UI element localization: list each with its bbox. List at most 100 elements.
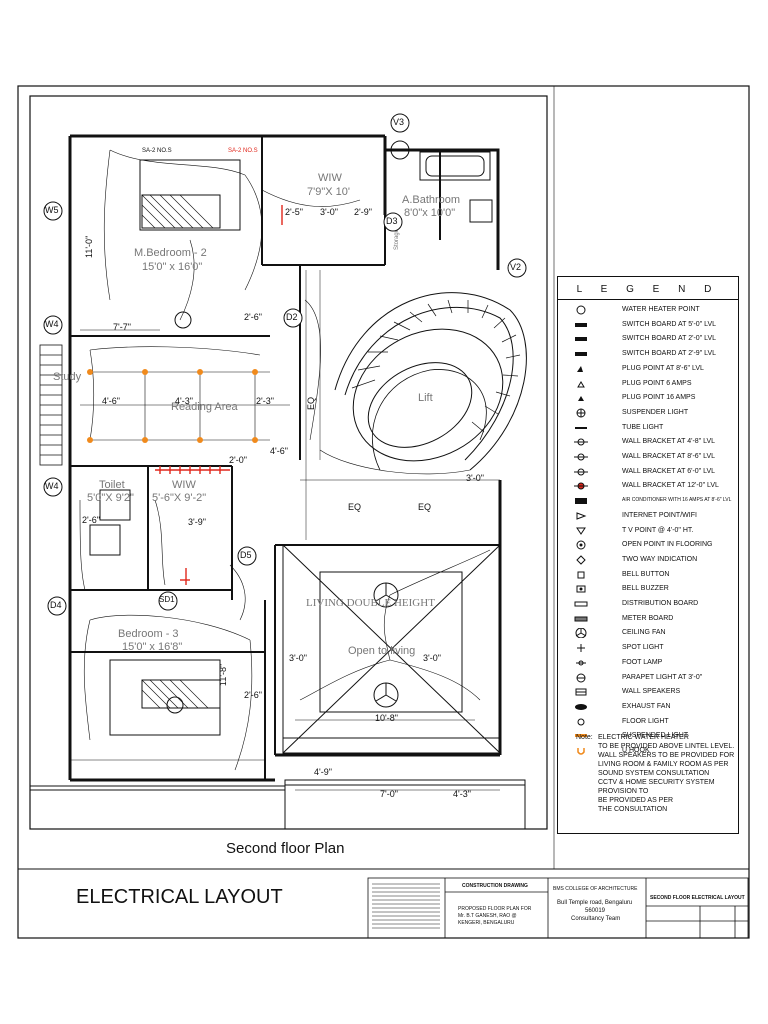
tag-d3: D3	[386, 216, 398, 226]
foot-lamp-icon	[576, 660, 586, 666]
legend-item: U HOOK	[558, 745, 736, 757]
dimension: 3'-0"	[423, 653, 441, 663]
legend-item: BELL BUZZER	[558, 583, 736, 595]
legend-item-label: WALL BRACKET AT 6'-0" LVL	[622, 467, 716, 475]
legend-item-label: WALL BRACKET AT 4'-8" LVL	[622, 438, 716, 446]
college-address-3: Consultancy Team	[571, 916, 621, 922]
dimension: 4'-9"	[314, 767, 332, 777]
dimension: 7'-7"	[113, 322, 131, 332]
notes-label: Note:	[576, 734, 593, 741]
legend-item: INTERNET POINT/WIFI	[558, 510, 736, 522]
room-size-master-bedroom: 15'0" x 16'0"	[142, 261, 203, 273]
legend-item: SWITCH BOARD AT 5'-0" LVL	[558, 319, 736, 331]
legend-item-label: SWITCH BOARD AT 2'-0" LVL	[622, 335, 717, 343]
distribution-board-icon	[574, 601, 588, 607]
legend-item-label: TWO WAY INDICATION	[622, 555, 698, 563]
legend-item-label: WALL BRACKET AT 8'-6" LVL	[622, 453, 716, 460]
dimension: 2'-0"	[229, 455, 247, 465]
dimension: 7'-0"	[380, 789, 398, 799]
legend-item-label: PLUG POINT AT 8'-6" LVL	[622, 364, 704, 372]
legend-note-line: TO BE PROVIDED ABOVE LINTEL LEVEL.	[598, 743, 735, 750]
construction-drawing-label: CONSTRUCTION DRAWING	[462, 883, 528, 889]
legend-item: WATER HEATER POINT	[558, 304, 736, 316]
legend-item: SWITCH BOARD AT 2'-9" LVL	[558, 348, 736, 360]
u-hook-icon	[577, 748, 585, 755]
room-label-master-bedroom: M.Bedroom - 2	[134, 247, 207, 259]
legend-item: PLUG POINT 16 AMPS	[558, 392, 736, 404]
open-point-icon	[576, 540, 586, 550]
tv-point-icon	[576, 527, 586, 535]
dimension: EQ	[418, 502, 432, 512]
room-label-reading-area: Reading Area	[171, 401, 238, 413]
wall-bracket-icon	[574, 453, 588, 461]
room-label-wiw-mid: WIW	[172, 479, 196, 491]
legend-item-label: TUBE LIGHT	[622, 423, 664, 431]
dimension: EQ	[348, 502, 362, 512]
legend-item: DISTRIBUTION BOARD	[558, 598, 736, 610]
legend-item: PARAPET LIGHT AT 3'-0"	[558, 672, 736, 684]
legend-item-label: WALL BRACKET AT 12'-0" LVL	[622, 482, 719, 490]
legend-note-line: WALL SPEAKERS TO BE PROVIDED FOR	[598, 752, 735, 759]
tag-d5: D5	[240, 550, 252, 560]
plug-16a-icon	[578, 396, 584, 402]
bell-buzzer-icon	[576, 585, 586, 593]
legend-item: PLUG POINT AT 8'-6" LVL	[558, 363, 736, 375]
dimension: 3'-0"	[289, 653, 307, 663]
plan-caption: Second floor Plan	[226, 840, 345, 857]
legend-item-label: U HOOK	[622, 747, 650, 754]
water-heater-icon	[576, 305, 586, 315]
wall-bracket-icon	[574, 468, 588, 476]
dimension: 2'-6"	[244, 312, 262, 322]
bell-button-icon	[577, 571, 585, 579]
legend-item: FLOOR LIGHT	[558, 716, 736, 728]
room-label-toilet: Toilet	[99, 479, 125, 491]
legend-item: PLUG POINT 6 AMPS	[558, 378, 736, 390]
internet-point-icon	[576, 512, 587, 520]
legend-item-label: FLOOR LIGHT	[622, 717, 669, 725]
legend-note-line: CCTV & HOME SECURITY SYSTEM	[598, 779, 715, 786]
legend-item-label: SWITCH BOARD AT 5'-0" LVL	[622, 320, 717, 328]
legend-item: SPOT LIGHT	[558, 642, 736, 654]
legend-item-label: PLUG POINT 6 AMPS	[622, 379, 692, 387]
dimension: 3'-9"	[188, 517, 206, 527]
suspender-light-icon	[576, 408, 586, 418]
switch-board-icon	[575, 352, 587, 357]
proposal-line-1: PROPOSED FLOOR PLAN FOR	[458, 906, 532, 912]
wall-bracket-red-icon	[574, 482, 588, 490]
room-label-open-to-living: Open to living	[348, 645, 416, 657]
legend-item: T V POINT @ 4'-0" HT.	[558, 525, 736, 537]
svg-text:SA-2 NO.S: SA-2 NO.S	[142, 148, 172, 154]
proposal-line-2: Mr. B.T GANESH, RAO @	[458, 913, 517, 919]
legend-item-label: BELL BUTTON	[622, 570, 670, 578]
dimension: 2'-6"	[82, 515, 100, 525]
tube-light-icon	[575, 426, 587, 429]
legend-item: TUBE LIGHT	[558, 422, 736, 434]
dimension: 4'-3"	[453, 789, 471, 799]
legend-item: METER BOARD	[558, 613, 736, 625]
room-label-wiw-top: WIW	[318, 172, 342, 184]
legend-item-label: OPEN POINT IN FLOORING	[622, 541, 713, 549]
tag-v3: V3	[393, 117, 405, 127]
sheet-title: ELECTRICAL LAYOUT	[76, 886, 283, 908]
tag-d4: D4	[50, 600, 62, 610]
legend-item-label: T V POINT @ 4'-0" HT.	[622, 526, 694, 534]
dimension: 2'-9"	[354, 207, 372, 217]
legend-item: SWITCH BOARD AT 2'-0" LVL	[558, 333, 736, 345]
legend-item-label: SUSPENDED LIGHT	[622, 732, 689, 740]
tag-d2: D2	[286, 312, 298, 322]
meter-board-icon	[574, 616, 588, 622]
legend-item-label: BELL BUZZER	[622, 585, 669, 593]
legend-panel: L E G E N D WATER HEATER POINT SWITCH BOA…	[557, 276, 739, 834]
room-label-lift: Lift	[418, 392, 433, 404]
tag-w4-top: W4	[45, 319, 59, 329]
legend-title: L E G E N D	[558, 277, 738, 300]
wall-speaker-icon	[575, 688, 587, 696]
dimension: 2'-3"	[256, 396, 274, 406]
wall-bracket-icon	[574, 438, 588, 446]
legend-note-line: BE PROVIDED AS PER	[598, 797, 674, 804]
legend-item: BELL BUTTON	[558, 569, 736, 581]
